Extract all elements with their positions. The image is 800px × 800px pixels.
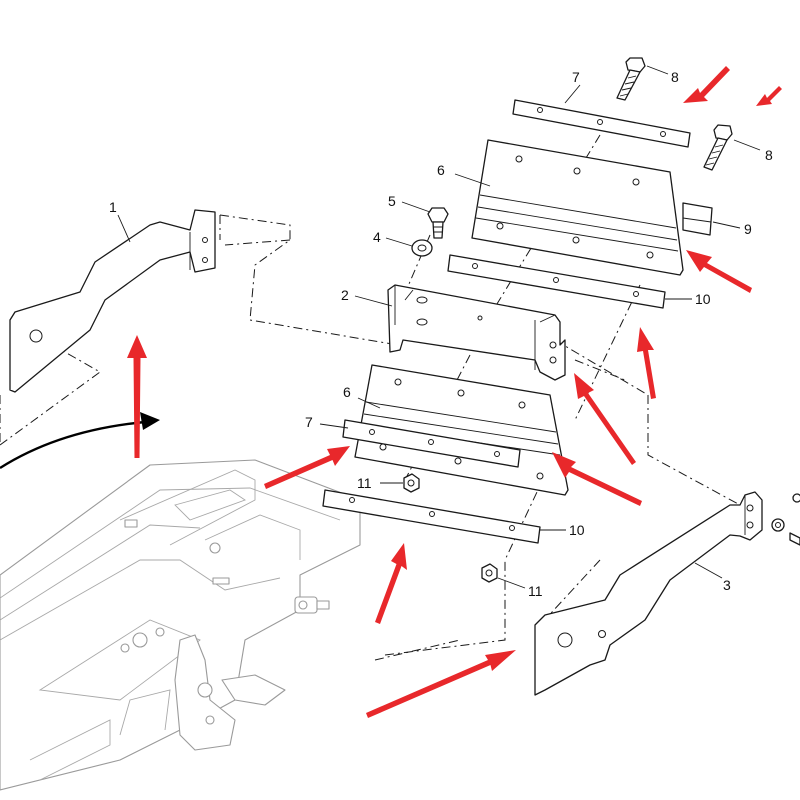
mounting-plate-part-2 (387, 284, 566, 381)
callout-3: 3 (723, 577, 731, 593)
callout-10-upper: 10 (695, 291, 711, 307)
callout-7-upper: 7 (572, 69, 580, 85)
callout-7-lower: 7 (305, 414, 313, 430)
nut-upper-part-11 (403, 473, 420, 493)
red-arrow (552, 452, 642, 506)
callout-5: 5 (388, 193, 396, 209)
callout-9: 9 (744, 221, 752, 237)
callout-10-lower: 10 (569, 522, 585, 538)
bolt-right-part-8 (703, 124, 733, 171)
curved-direction-arrow (0, 412, 160, 470)
callout-11-lower: 11 (528, 583, 543, 599)
strip-lower-part-7 (342, 419, 521, 468)
callout-8-right: 8 (765, 147, 773, 163)
strip-upper-part-7 (512, 99, 691, 148)
bracket-left-part-1 (9, 209, 216, 393)
red-arrows (127, 66, 782, 718)
red-arrow (683, 66, 730, 103)
red-arrow (637, 327, 656, 399)
vehicle-frame (0, 459, 361, 791)
red-arrow (574, 373, 636, 465)
red-arrow (127, 335, 147, 458)
red-arrow (756, 86, 782, 106)
callout-labels: 1 2 3 4 5 6 6 7 7 8 8 9 10 10 11 11 (109, 69, 773, 599)
callout-8-upper: 8 (671, 69, 679, 85)
callout-6-lower: 6 (343, 384, 351, 400)
callout-4: 4 (373, 229, 381, 245)
callout-6-upper: 6 (437, 162, 445, 178)
skid-plate-upper-part-6 (471, 139, 684, 276)
strip-lower-part-10 (322, 489, 541, 544)
red-arrow (686, 250, 752, 293)
red-arrow (366, 650, 516, 718)
leader-lines (117, 65, 761, 589)
spacer-part-9 (682, 202, 713, 236)
red-arrow (264, 446, 350, 489)
bracket-right-part-3 (534, 491, 800, 696)
callout-1: 1 (109, 199, 117, 215)
callout-11-upper: 11 (357, 475, 372, 491)
callout-2: 2 (341, 287, 349, 303)
bolt-part-5 (427, 207, 449, 239)
washer-part-4 (411, 239, 433, 257)
red-arrow (375, 543, 407, 624)
nut-lower-part-11 (481, 563, 498, 583)
strip-upper-part-10 (447, 254, 666, 309)
bolt-upper-part-8 (616, 57, 646, 101)
